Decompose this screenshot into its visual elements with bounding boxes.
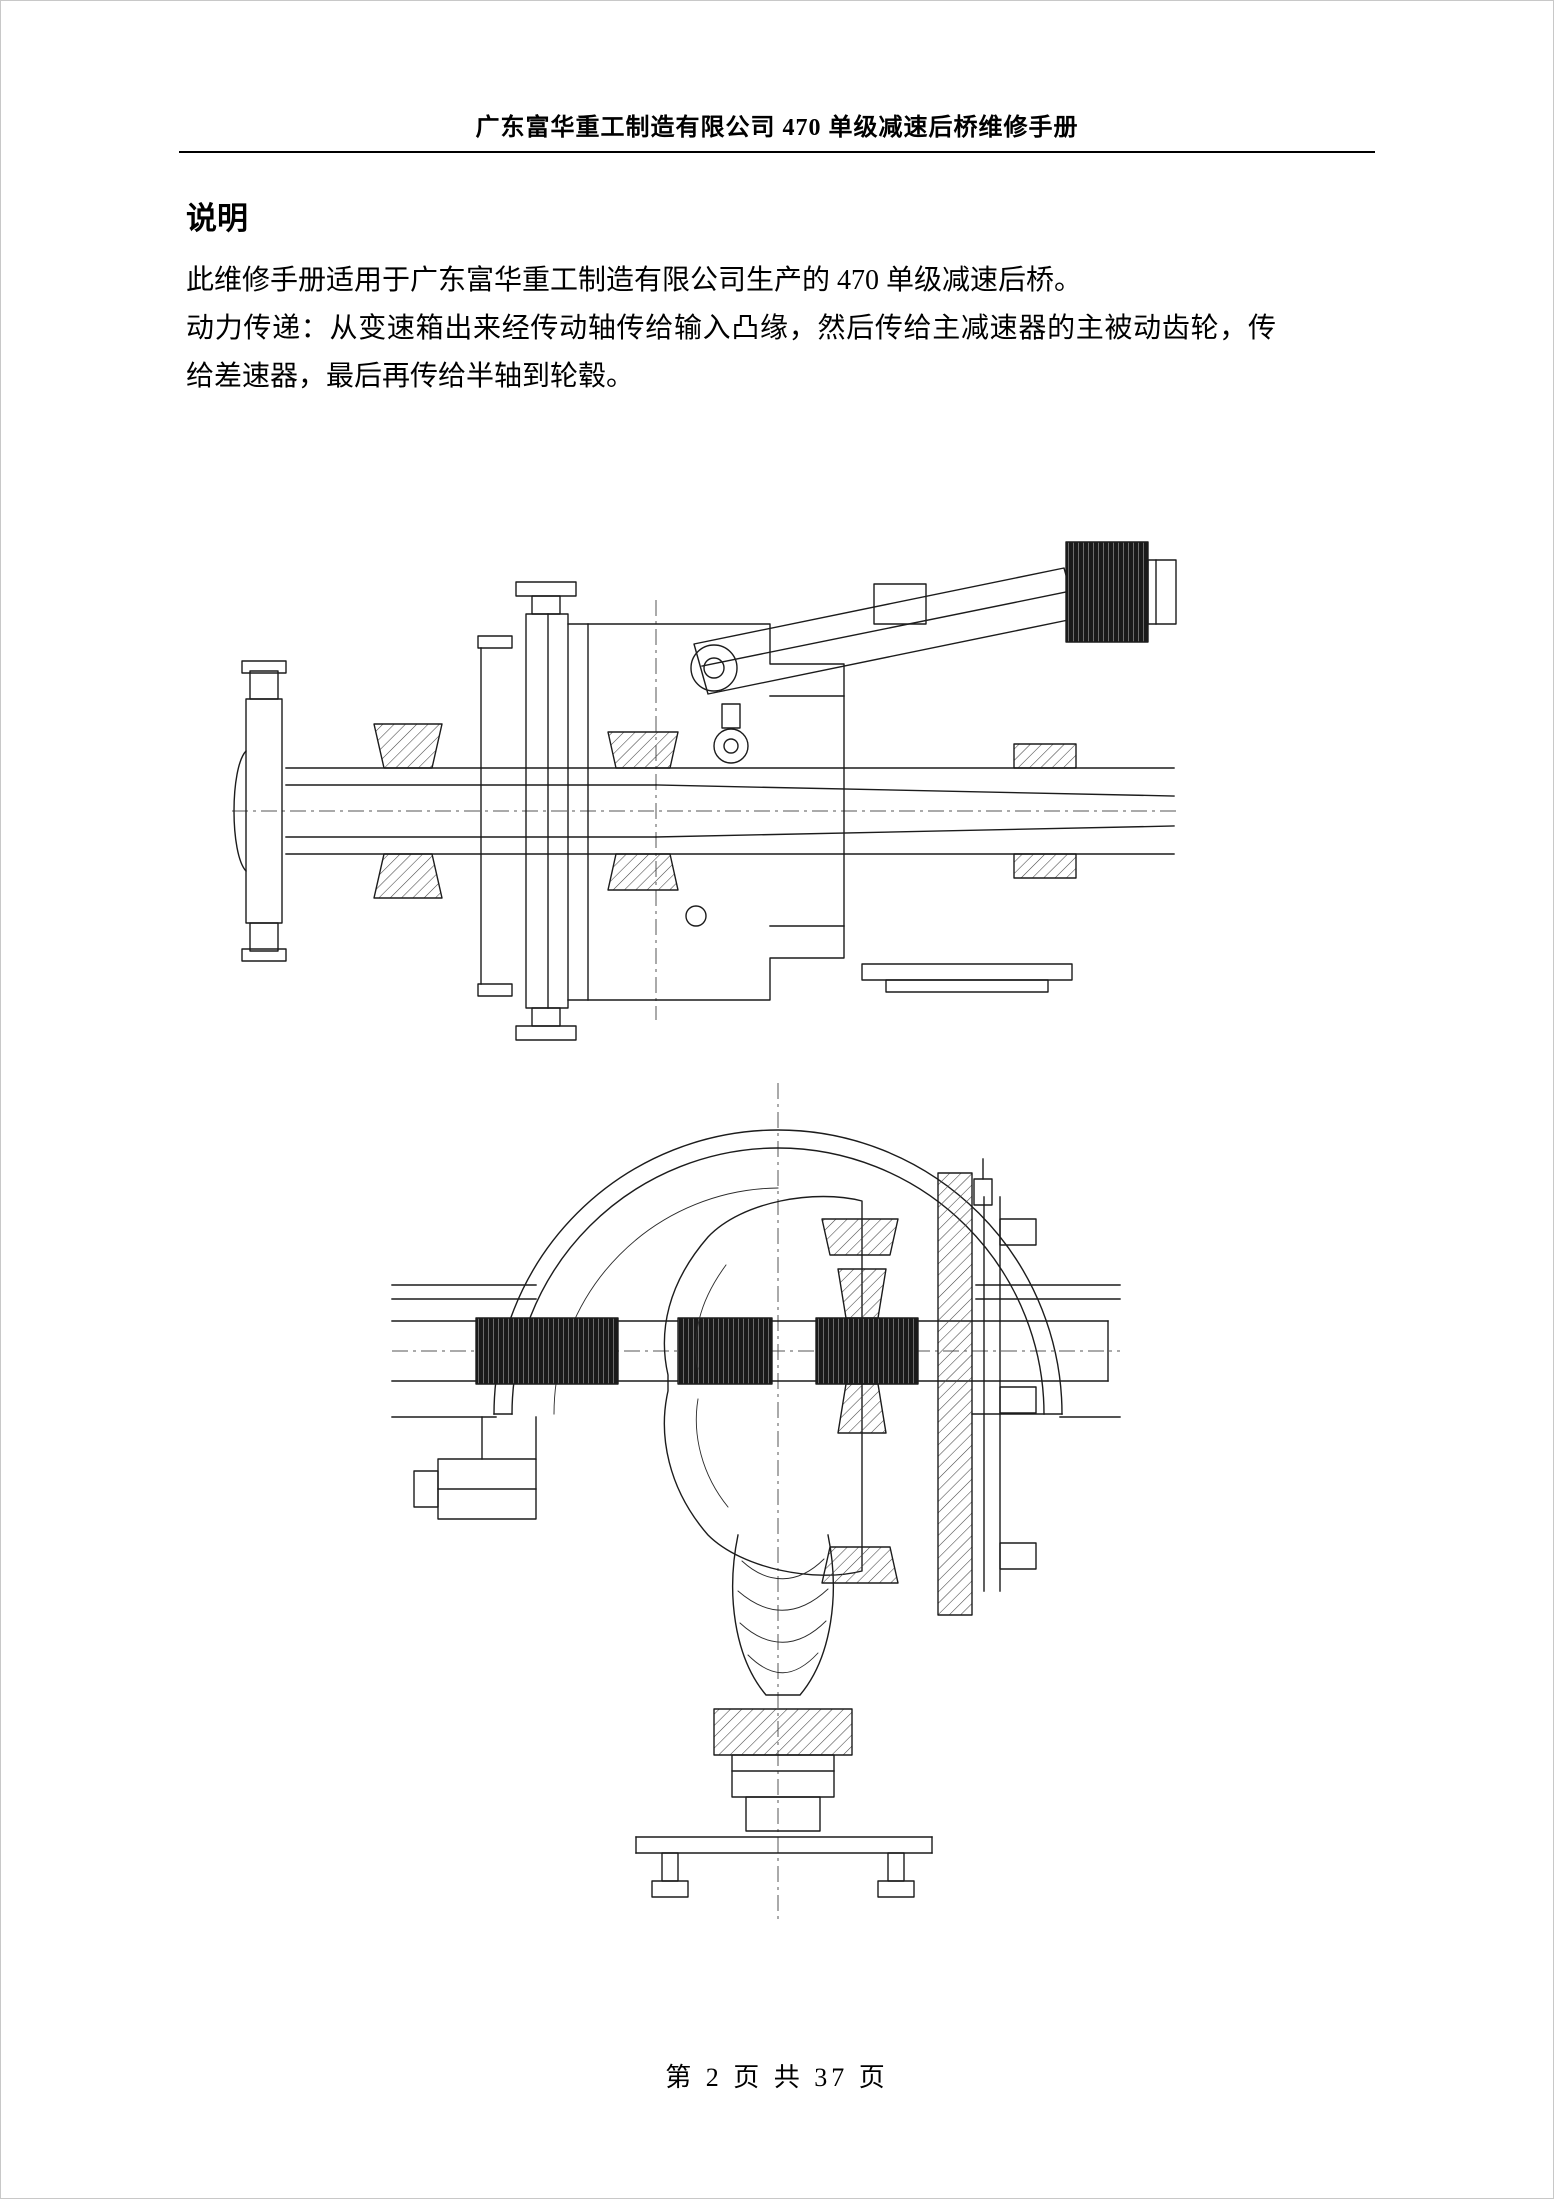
axle-shaft: [391, 1317, 1109, 1385]
spiral-bevel-pinion: [732, 1534, 834, 1696]
page-number: 第 2 页 共 37 页: [665, 2063, 889, 2092]
axle-cross-section-drawing: [232, 541, 1180, 1041]
input-flange-and-bolts: [635, 1836, 933, 1898]
tube-collar: [1013, 743, 1077, 879]
hub-flange-plate: [477, 581, 577, 1041]
side-adjuster-boss: [413, 1416, 537, 1520]
figure-differential-cross-section: [386, 1069, 1126, 1934]
ring-gear-and-carrier-flange: [937, 1172, 1037, 1616]
paragraph-power-flow: 动力传递：从变速箱出来经传动轴传给输入凸缘，然后传给主减速器的主被动齿轮，传给差…: [186, 313, 1276, 392]
brake-housing: [567, 623, 845, 1001]
body-text: 此维修手册适用于广东富华重工制造有限公司生产的 470 单级减速后桥。 动力传递…: [186, 257, 1276, 401]
pinion-bearing-stack: [713, 1708, 853, 1832]
input-spline-shaft: [1065, 541, 1177, 643]
page-header-title: 广东富华重工制造有限公司 470 单级减速后桥维修手册: [475, 115, 1079, 141]
paragraph-scope: 此维修手册适用于广东富华重工制造有限公司生产的 470 单级减速后桥。: [186, 265, 1083, 296]
hub-bearings: [373, 723, 679, 899]
axle-housing-tubes: [391, 1284, 1121, 1418]
spring-seat: [861, 963, 1073, 993]
centerlines: [232, 600, 1180, 1020]
torque-arm: [690, 567, 1079, 695]
section-heading: 说明: [186, 201, 248, 236]
centerlines: [392, 1083, 1120, 1921]
differential-cross-section-drawing: [391, 1083, 1121, 1921]
differential-case: [663, 1195, 899, 1584]
header-rule: [179, 151, 1375, 153]
wheel-flange: [233, 660, 287, 962]
figure-axle-cross-section: [226, 496, 1186, 1061]
